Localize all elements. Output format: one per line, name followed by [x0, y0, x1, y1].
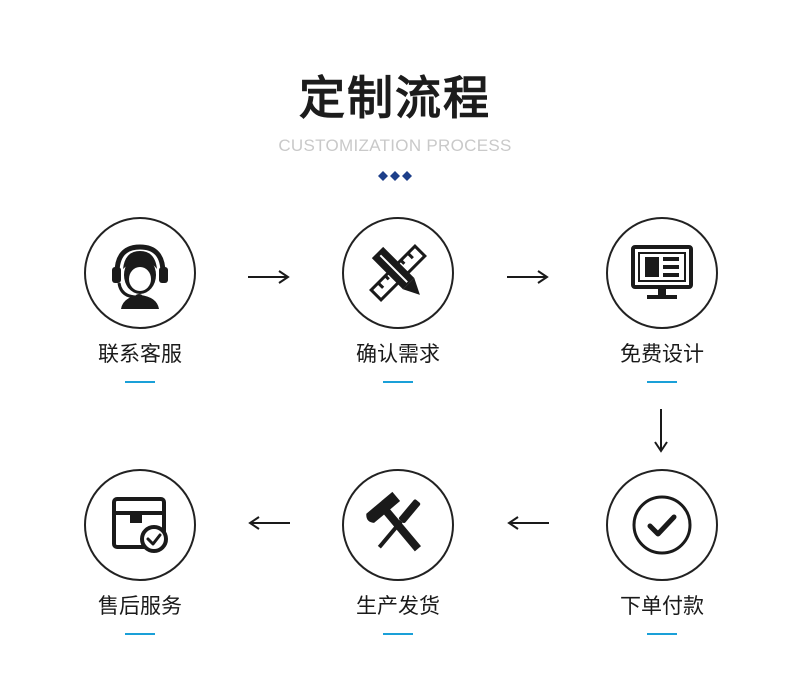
step-underline [125, 381, 155, 383]
page-title: 定制流程 [299, 71, 491, 125]
diamond-divider-icon [378, 171, 412, 181]
pencil-ruler-icon [369, 244, 427, 302]
step-production-shipping: 生产发货 [323, 469, 473, 635]
step-label: 免费设计 [620, 342, 704, 366]
step-label: 确认需求 [356, 342, 440, 366]
step-underline [383, 381, 413, 383]
step-label: 下单付款 [620, 594, 704, 618]
customer-service-headset-icon [112, 244, 168, 309]
monitor-design-icon [631, 245, 693, 299]
step-label: 联系客服 [98, 342, 182, 366]
page-subtitle: CUSTOMIZATION PROCESS [278, 136, 512, 155]
arrow-left-icon [248, 516, 290, 530]
step-underline [125, 633, 155, 635]
step-icon-circle [84, 469, 196, 581]
step-label: 生产发货 [356, 594, 440, 618]
step-icon-circle [606, 469, 718, 581]
arrow-left-icon [507, 516, 549, 530]
step-underline [647, 381, 677, 383]
hammer-screwdriver-icon [366, 491, 421, 552]
step-icon-circle [84, 217, 196, 329]
arrow-down-icon [654, 409, 668, 453]
step-confirm-requirements: 确认需求 [323, 217, 473, 383]
box-check-icon [112, 497, 168, 553]
arrow-right-icon [248, 270, 290, 284]
step-icon-circle [606, 217, 718, 329]
step-label: 售后服务 [98, 594, 182, 618]
step-underline [383, 633, 413, 635]
step-after-sales-service: 售后服务 [65, 469, 215, 635]
step-underline [647, 633, 677, 635]
step-contact-service: 联系客服 [65, 217, 215, 383]
arrow-right-icon [507, 270, 549, 284]
check-circle-icon [632, 495, 692, 555]
step-free-design: 免费设计 [587, 217, 737, 383]
step-icon-circle [342, 217, 454, 329]
step-place-order-payment: 下单付款 [587, 469, 737, 635]
step-icon-circle [342, 469, 454, 581]
